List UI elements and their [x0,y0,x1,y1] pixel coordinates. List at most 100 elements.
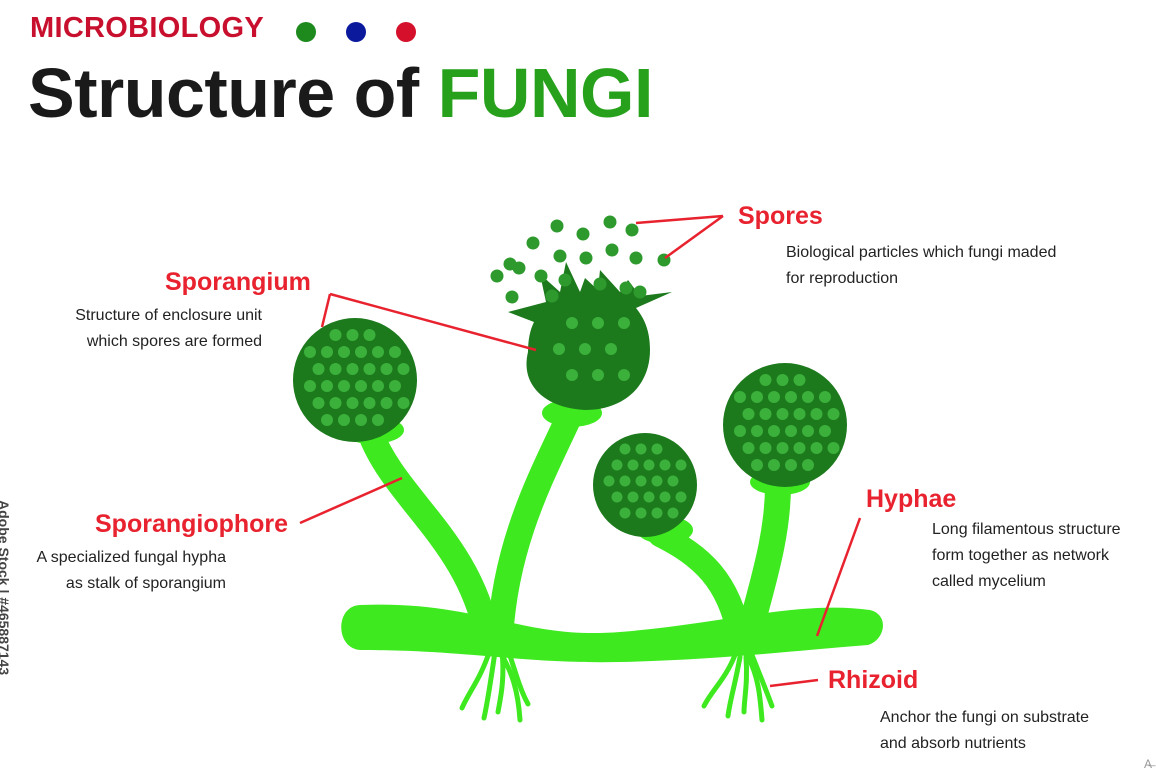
sporangium-desc-line-1: Structure of enclosure unit [75,307,262,324]
spore-dot [363,363,376,375]
spore-dot [776,408,789,420]
hyphae-desc-line-3: called mycelium [932,573,1046,590]
sporangiophore-desc-line-2: as stalk of sporangium [65,575,226,592]
free-spore [579,251,593,265]
spore-dot [742,442,755,454]
spore-dot [566,369,578,381]
spore-dot [304,380,316,392]
spore-dot [372,380,384,392]
spore-dot [338,346,350,358]
free-spore [490,269,504,283]
spore-dot [372,346,384,358]
spore-dot [380,363,393,375]
spore-dot [819,425,831,437]
spore-dot [553,343,565,355]
spore-dot [321,380,333,392]
spore-dot [312,363,325,375]
spore-dot [734,425,746,437]
spore-dot [355,346,367,358]
free-spore [619,281,633,295]
pointer-spores-a [635,214,724,225]
watermark-corner-text: A̶ [1143,757,1152,771]
spore-dot [768,459,780,471]
spore-dot [759,442,772,454]
spore-dot [751,425,763,437]
pointer-sporangium-a [320,293,332,328]
pointer-sporangium-b [329,292,537,352]
spore-dot [667,475,679,487]
free-spore [576,227,590,241]
stalk-center [487,402,583,653]
hyphae-desc-line-1: Long filamentous structure [932,521,1121,538]
free-spore [545,289,559,303]
free-spore [512,261,526,275]
pointer-lines [299,214,862,688]
spore-dot [321,346,333,358]
pointer-rhizoid [769,678,819,688]
spore-dot [802,459,814,471]
spore-dot [304,346,316,358]
hyphae-desc-line-2: form together as network [932,547,1109,564]
spore-dot [389,346,401,358]
spore-dots [304,317,840,519]
spore-dot [329,397,342,409]
spore-dot [659,491,671,503]
spore-dot [667,507,679,519]
spore-dot [321,414,333,426]
spore-dot [635,475,647,487]
spore-dot [605,343,617,355]
spore-dot [827,442,840,454]
dot-blue [346,22,366,42]
spore-dot [566,317,578,329]
spore-dot [397,397,410,409]
spores-title: Spores [738,202,823,230]
spore-dot [659,459,671,471]
pointer-hyphae [815,517,862,637]
spore-dot [651,475,663,487]
rhizoid-right [701,652,775,723]
free-spore [553,249,567,263]
sporangium-title: Sporangium [165,268,311,296]
spore-dot [793,442,806,454]
spore-dot [635,507,647,519]
spore-dot [793,408,806,420]
free-spore [625,223,639,237]
pointer-sporangiophore [299,476,403,525]
free-spore [629,251,643,265]
rhizoid-desc-line-2: and absorb nutrients [880,735,1026,752]
spore-dot [675,491,687,503]
spore-dot [372,414,384,426]
spore-dot [619,475,631,487]
spore-dot [751,391,763,403]
spore-dot [346,329,359,341]
pointer-spores-b [664,214,724,260]
spore-dot [618,369,630,381]
spore-dot [643,459,655,471]
spore-dot [611,459,623,471]
spore-dot [627,491,639,503]
spore-dot [810,408,823,420]
spore-dot [619,507,631,519]
spore-dot [592,317,604,329]
spore-dot [397,363,410,375]
stalk-right [735,472,791,653]
spore-dot [776,442,789,454]
spore-dot [346,397,359,409]
spore-dot [785,459,797,471]
sporangiophore-title: Sporangiophore [95,510,289,538]
spore-dot [603,475,615,487]
spore-dot [643,491,655,503]
free-spore [505,290,519,304]
spore-dot [579,343,591,355]
title-accent: FUNGI [437,54,654,132]
spore-dot [346,363,359,375]
spore-dot [355,414,367,426]
free-spore [550,219,564,233]
watermark-side-text: Adobe Stock | #465887143 [0,500,12,676]
spore-dot [675,459,687,471]
spore-dot [751,459,763,471]
spore-dot [592,369,604,381]
spore-dot [810,442,823,454]
stalk-left [357,419,501,653]
spore-dot [742,408,755,420]
